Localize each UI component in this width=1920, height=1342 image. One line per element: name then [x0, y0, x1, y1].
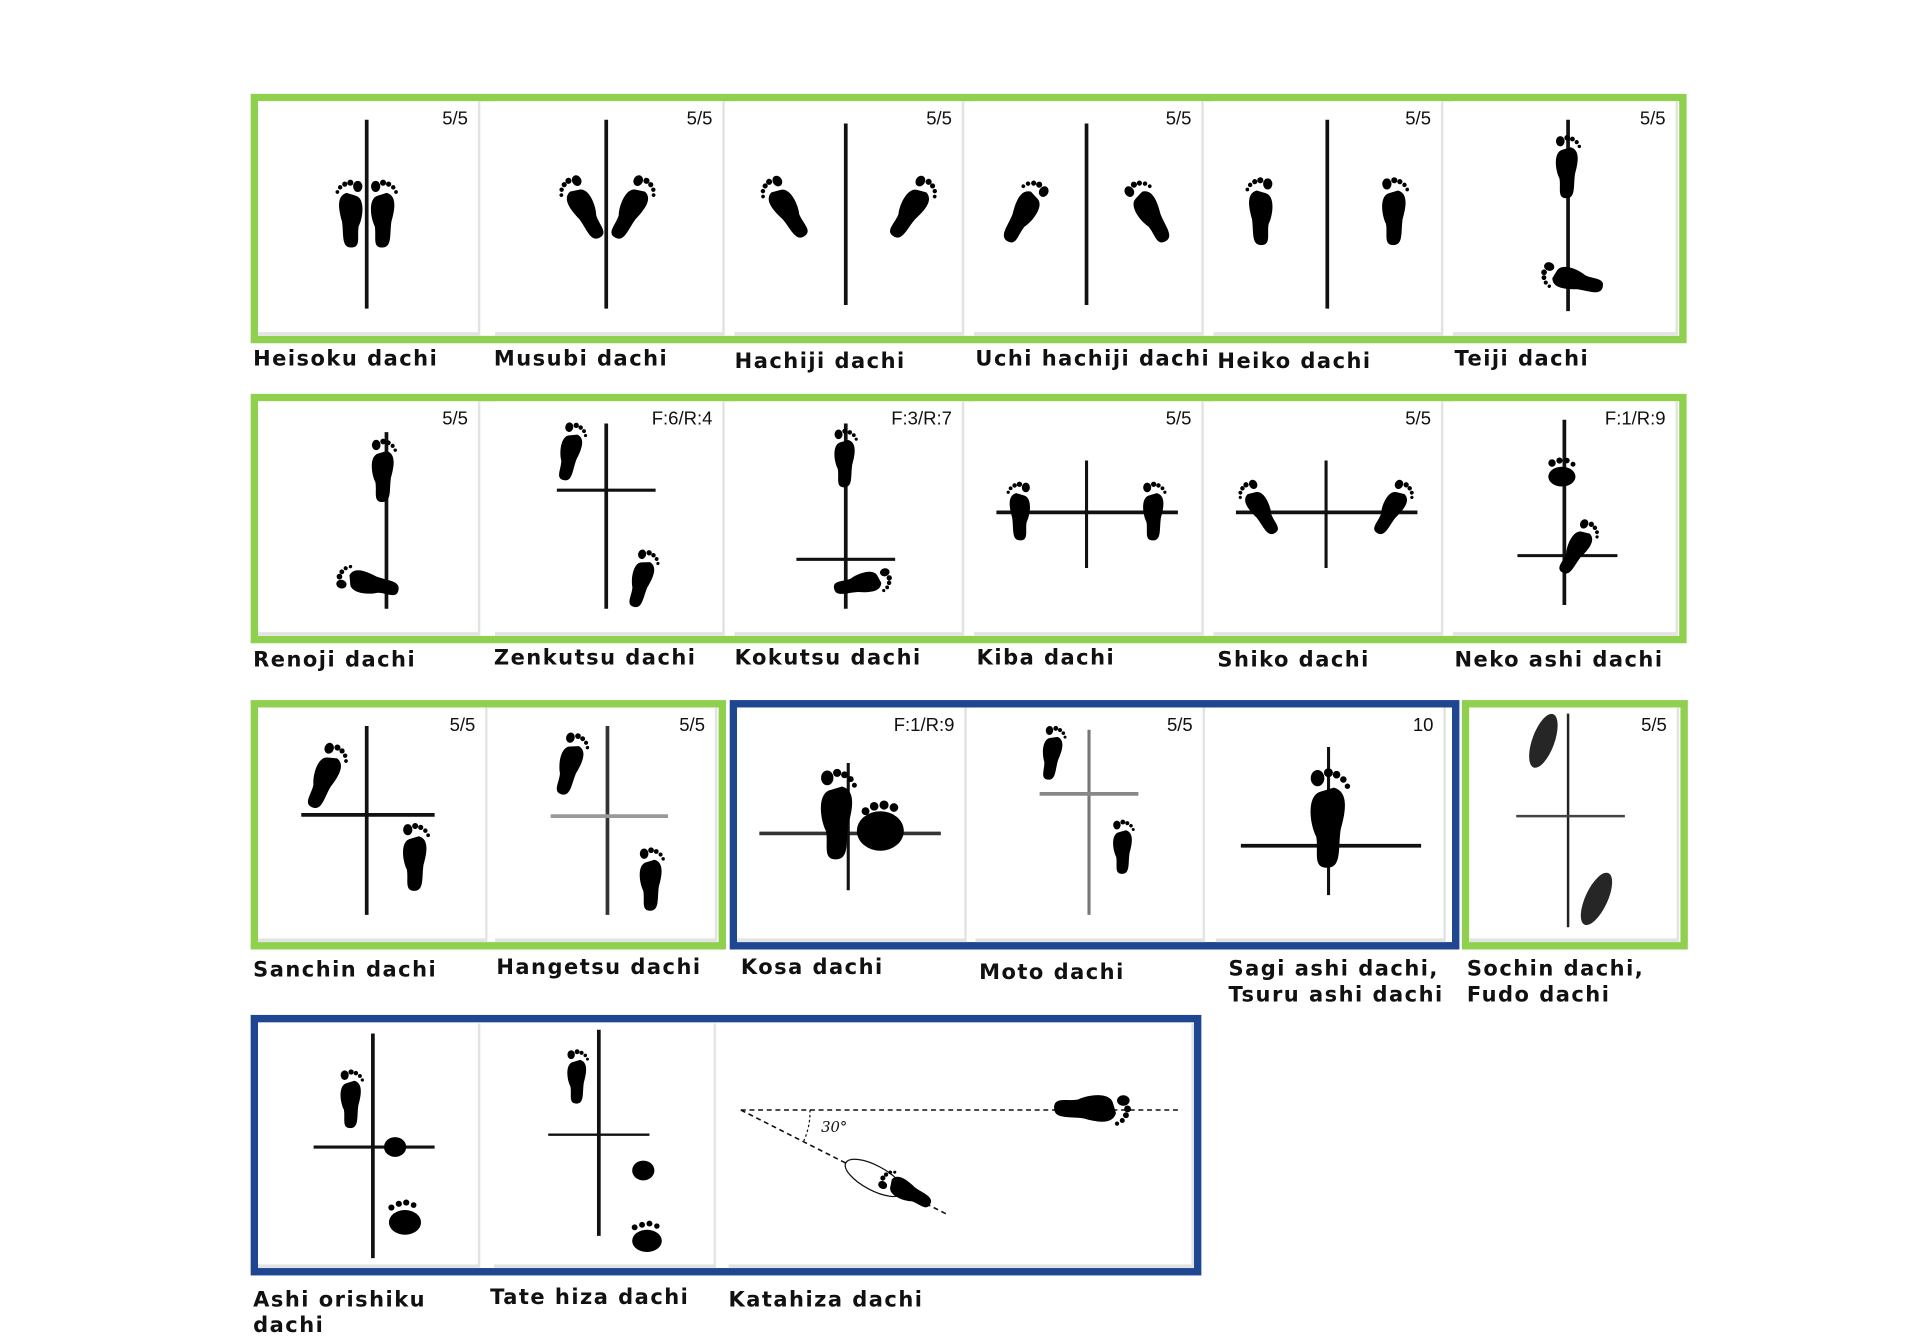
stance-label: Hachiji dachi	[734, 349, 906, 375]
stance-score: 5/5	[926, 108, 952, 130]
foot-icon	[1368, 477, 1419, 540]
angle-label: 30°	[821, 1119, 847, 1136]
stance-score: 5/5	[1639, 108, 1666, 130]
foot-icon	[370, 179, 398, 248]
foot-icon	[1537, 260, 1606, 302]
stance-tile-renoji: 5/5	[258, 401, 481, 636]
foot-icon	[1113, 819, 1135, 874]
stance-label: Shiko dachi	[1217, 648, 1370, 673]
stance-tile-heiko: 5/5	[1213, 101, 1444, 336]
foot-icon	[883, 172, 943, 245]
stance-label: Kiba dachi	[976, 645, 1116, 671]
foot-icon	[340, 1069, 364, 1129]
group-box-row3-left	[250, 700, 727, 950]
foot-icon	[754, 172, 814, 245]
group-box-row4	[250, 1014, 1202, 1276]
foot-icon	[371, 438, 397, 503]
foot-icon	[832, 567, 895, 603]
stance-score: F:1/R:9	[893, 714, 955, 736]
foot-icon	[1233, 477, 1284, 540]
stance-score: F:1/R:9	[1604, 408, 1666, 430]
foot-icon	[335, 179, 363, 248]
stance-tile-tate-hiza	[493, 1023, 717, 1269]
stance-label: Renoji dachi	[253, 648, 417, 673]
stance-score: 5/5	[1165, 408, 1192, 430]
stance-label: Kokutsu dachi	[734, 645, 922, 671]
stance-tile-kokutsu: F:3/R:7	[734, 401, 965, 636]
foot-icon	[567, 1049, 589, 1104]
foot-icon	[551, 730, 593, 799]
stance-score: 5/5	[1165, 108, 1192, 130]
foot-icon	[334, 562, 402, 601]
foot-icon	[1529, 713, 1558, 768]
foot-icon	[1310, 768, 1351, 868]
stance-label: Tate hiza dachi	[490, 1285, 690, 1311]
stance-score: 5/5	[1405, 108, 1432, 130]
stance-label: Teiji dachi	[1454, 346, 1590, 372]
foot-icon	[993, 174, 1052, 247]
stance-label: Katahiza dachi	[728, 1287, 924, 1313]
stance-tile-hangetsu: 5/5	[495, 707, 718, 943]
stance-label: Sanchin dachi	[253, 958, 438, 983]
foot-icon	[403, 822, 430, 891]
stance-tile-kiba: 5/5	[974, 401, 1204, 636]
stance-label: Sagi ashi dachi, Tsuru ashi dachi	[1228, 956, 1444, 1008]
stance-score: 5/5	[442, 108, 468, 130]
stance-score: 10	[1412, 714, 1434, 736]
stance-tile-heisoku: 5/5	[258, 101, 481, 336]
foot-icon	[1038, 724, 1068, 782]
stance-label: Heiko dachi	[1217, 349, 1372, 375]
stance-tile-moto: 5/5	[975, 707, 1206, 943]
stance-tile-teiji: 5/5	[1453, 101, 1678, 336]
group-box-row3-middle	[729, 700, 1460, 950]
foot-icon	[605, 172, 662, 246]
foot-icon	[1245, 177, 1273, 246]
stance-label: Moto dachi	[979, 960, 1125, 986]
foot-icon	[1382, 177, 1410, 246]
foot-icon	[1554, 516, 1604, 580]
stance-score: F:6/R:4	[651, 408, 713, 430]
stance-score: 5/5	[442, 408, 468, 430]
foot-icon	[639, 847, 665, 911]
foot-icon	[1580, 872, 1613, 926]
stance-label: Hangetsu dachi	[496, 955, 702, 981]
foot-icon	[554, 420, 590, 483]
stance-label: Sochin dachi, Fudo dachi	[1466, 956, 1645, 1008]
stance-tile-sochin: 5/5	[1469, 707, 1680, 943]
group-box-row2	[250, 393, 1687, 644]
stance-tile-shiko: 5/5	[1213, 401, 1444, 636]
stance-tile-sagi-ashi: 10	[1216, 707, 1446, 943]
foot-icon	[820, 768, 857, 860]
stance-tile-kosa: F:1/R:9	[737, 707, 967, 943]
stance-tile-uchi-hachiji: 5/5	[974, 101, 1204, 336]
stance-score: 5/5	[449, 714, 476, 736]
stance-label: Heisoku dachi	[253, 346, 439, 372]
stance-tile-neko-ashi: F:1/R:9	[1453, 401, 1678, 636]
stance-tile-katahiza: 30°	[728, 1023, 1194, 1269]
stance-label: Kosa dachi	[740, 955, 884, 981]
group-box-row1	[250, 93, 1687, 344]
stance-tile-musubi: 5/5	[495, 101, 725, 336]
stance-score: F:3/R:7	[891, 408, 952, 430]
stance-tile-hachiji: 5/5	[734, 101, 965, 336]
foot-icon	[624, 547, 663, 611]
stance-score: 5/5	[1405, 408, 1432, 430]
stance-tile-sanchin: 5/5	[258, 707, 488, 943]
foot-icon	[1121, 174, 1180, 247]
group-box-row3-right	[1461, 700, 1688, 950]
stance-score: 5/5	[686, 108, 713, 130]
foot-icon	[1054, 1095, 1131, 1126]
stance-score: 5/5	[679, 714, 706, 736]
stance-label: Ashi orishiku dachi	[253, 1287, 427, 1339]
foot-icon	[301, 740, 353, 814]
foot-icon	[553, 172, 610, 246]
stance-score: 5/5	[1166, 714, 1193, 736]
stance-label: Neko ashi dachi	[1454, 648, 1664, 673]
stance-label: Musubi dachi	[493, 346, 669, 372]
stance-score: 5/5	[1641, 714, 1667, 736]
stance-tile-zenkutsu: F:6/R:4	[495, 401, 725, 636]
stance-label: Uchi hachiji dachi	[975, 346, 1211, 372]
stance-tile-ashi-orishiku	[258, 1023, 481, 1269]
stance-label: Zenkutsu dachi	[493, 645, 697, 671]
